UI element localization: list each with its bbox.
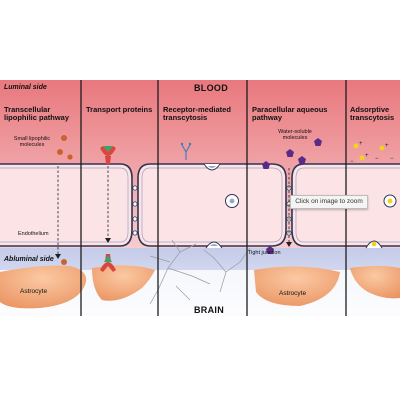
pentagon-molecule-icon (286, 149, 294, 157)
pathway-dividers (80, 80, 347, 316)
vesicle-icon (205, 241, 223, 249)
star-molecule-icon (379, 145, 385, 151)
luminal-side-label: Luminal side (4, 84, 47, 91)
pathway-title-paracellular: Paracellular aqueous pathway (252, 105, 328, 123)
svg-text:+: + (365, 153, 369, 159)
pathway-title-transcellular: Transcellular lipophilic pathway (4, 105, 70, 123)
pathway-title-receptor-mediated: Receptor-mediated transcytosis (163, 105, 231, 123)
pentagon-molecule-icon (262, 161, 270, 169)
astrocyte-shape (254, 266, 340, 306)
vesicle-icon (365, 240, 383, 249)
svg-text:+: + (359, 141, 363, 147)
star-molecule-icon (359, 155, 365, 161)
star-molecule-icon (353, 143, 359, 149)
astrocyte-shape (92, 265, 155, 301)
lipophilic-molecule (57, 149, 63, 155)
down-arrow-icon (55, 166, 61, 259)
vesicle-icon (383, 194, 397, 208)
astrocyte-label-right: Astrocyte (279, 290, 307, 297)
pentagon-molecule-icon (266, 246, 274, 254)
endothelium-label: Endothelium (18, 231, 49, 237)
blood-label: BLOOD (194, 83, 228, 93)
endothelial-cells (0, 163, 400, 247)
water-soluble-label: Water-soluble molecules (278, 129, 312, 142)
astrocyte-label-left: Astrocyte (20, 288, 48, 295)
water-soluble-molecules (262, 138, 322, 254)
svg-text:−: − (375, 156, 379, 162)
small-lipophilic-label: Small lipophilic molecules (13, 136, 51, 149)
svg-text:−: − (390, 156, 394, 162)
receptor-icon (180, 142, 192, 160)
endothelial-cell (137, 163, 287, 247)
brain-label: BRAIN (194, 305, 224, 315)
down-arrow-icon (105, 166, 111, 243)
astrocyte-shape (0, 265, 87, 309)
svg-text:+: + (385, 143, 389, 149)
transporter-protein (100, 146, 116, 164)
adsorptive-molecules (353, 143, 385, 161)
lipophilic-molecules (57, 135, 73, 265)
tight-junction-label: Tight junction (248, 250, 281, 256)
pathway-title-transport-proteins: Transport proteins (86, 105, 153, 114)
endothelial-cell (0, 163, 133, 247)
vesicle-icon (225, 194, 239, 208)
pathway-title-adsorptive: Adsorptive transcytosis (350, 105, 395, 123)
lipophilic-molecule (61, 259, 67, 265)
astrocyte-shape (350, 266, 400, 299)
vesicle-icon (203, 163, 221, 171)
lipophilic-molecule (61, 135, 67, 141)
pentagon-molecule-icon (298, 156, 306, 164)
pentagon-molecule-icon (314, 138, 322, 146)
abluminal-side-label: Abluminal side (4, 256, 54, 263)
transporter-protein (100, 254, 116, 272)
svg-text:−: − (350, 159, 354, 165)
bbb-transport-diagram: +++ −−− (0, 80, 400, 316)
lipophilic-molecule (67, 154, 73, 160)
down-arrow-icon (286, 168, 292, 247)
click-to-zoom-tooltip[interactable]: Click on image to zoom (290, 195, 368, 209)
astrocyte-processes (149, 239, 251, 305)
